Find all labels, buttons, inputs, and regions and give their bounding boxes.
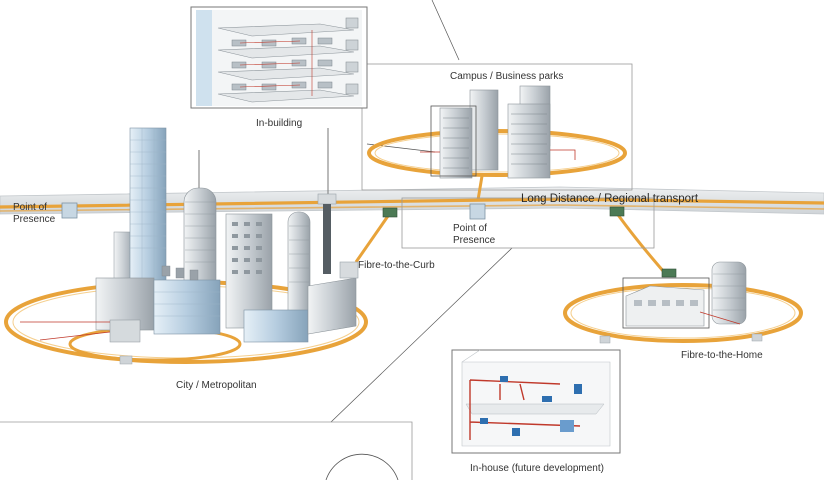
campus-buildings	[420, 85, 576, 179]
node-fttc-junction	[382, 207, 398, 218]
in-house-inset	[451, 349, 621, 454]
pop-center-label-line2: Presence	[453, 235, 496, 246]
node-ftth-entry	[661, 268, 677, 278]
node-ftth-junction	[609, 206, 625, 217]
pop-box-left	[61, 202, 78, 219]
campus-label: Campus / Business parks	[450, 71, 564, 82]
city-buildings	[20, 127, 357, 343]
city-label: City / Metropolitan	[176, 380, 257, 391]
pop-left-label-line1: Point of	[13, 202, 47, 213]
ftth-ring	[563, 211, 803, 343]
backbone-band	[0, 186, 824, 215]
ftth-label: Fibre-to-the-Home	[681, 350, 763, 361]
pop-boxes	[61, 202, 486, 220]
long-distance-label: Long Distance / Regional transport	[521, 193, 699, 205]
lower-inset-frame	[0, 421, 413, 481]
pop-box-center	[469, 203, 486, 220]
antenna-mast	[317, 128, 337, 274]
network-nodes	[382, 206, 677, 278]
pop-left-label-line2: Presence	[13, 214, 56, 225]
pop-inset-frame	[401, 197, 655, 249]
in-building-label: In-building	[256, 118, 303, 129]
campus-uplink	[476, 175, 484, 201]
fttc-link	[339, 215, 390, 279]
in-house-label: In-house (future development)	[470, 463, 604, 474]
pop-center-label-line1: Point of	[453, 223, 487, 234]
ring-junctions	[119, 333, 763, 365]
campus-inset-frame	[361, 63, 633, 191]
fttc-label: Fibre-to-the-Curb	[358, 260, 435, 271]
ftth-buildings	[622, 261, 747, 329]
in-building-inset	[190, 6, 368, 109]
